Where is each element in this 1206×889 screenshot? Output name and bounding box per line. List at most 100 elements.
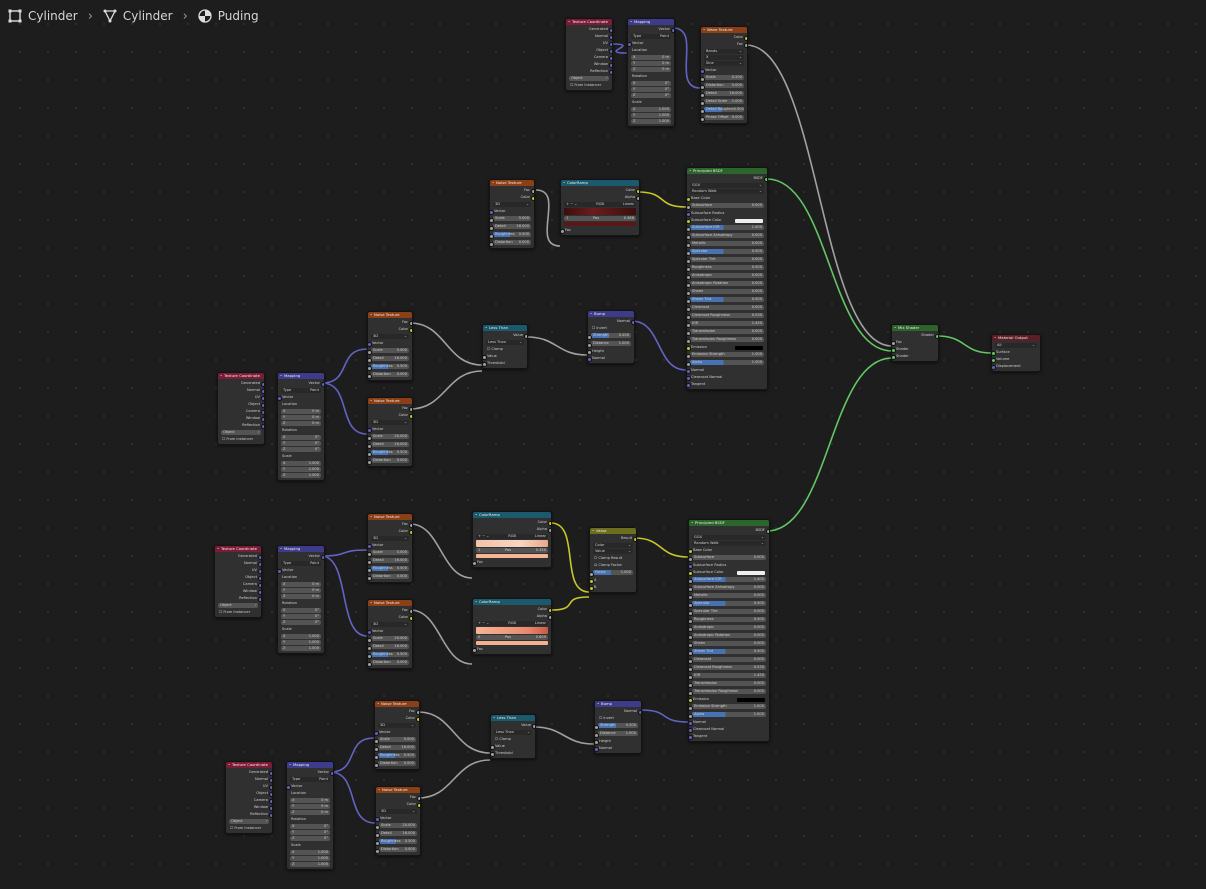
node-socket[interactable] — [368, 460, 372, 465]
node-header[interactable]: Wave Texture — [701, 27, 747, 33]
node-socket[interactable] — [368, 654, 372, 659]
node-socket[interactable] — [630, 320, 634, 325]
node-header[interactable]: Noise Texture — [368, 312, 412, 318]
node-socket[interactable] — [408, 321, 412, 326]
node-socket[interactable] — [687, 362, 691, 367]
color-swatch[interactable] — [735, 345, 763, 350]
node-socket[interactable] — [257, 562, 261, 567]
node-link[interactable] — [409, 322, 483, 366]
color-ramp-gradient[interactable] — [476, 627, 548, 634]
node-socket[interactable] — [701, 109, 705, 114]
node-socket[interactable] — [701, 101, 705, 106]
value-field[interactable]: Object⁄ — [569, 76, 609, 81]
node-socket[interactable] — [490, 210, 494, 215]
node-socket[interactable] — [743, 43, 747, 48]
node-socket[interactable] — [687, 331, 691, 336]
node-socket[interactable] — [701, 93, 705, 98]
node-header[interactable]: Noise Texture — [376, 787, 420, 793]
node-socket[interactable] — [689, 691, 693, 696]
value-field[interactable]: Random Walk⌄ — [692, 541, 766, 546]
node-socket[interactable] — [590, 572, 594, 577]
node-socket[interactable] — [408, 530, 412, 535]
node-socket[interactable] — [368, 452, 372, 457]
value-field[interactable]: Value⌄ — [593, 549, 633, 554]
node-socket[interactable] — [689, 735, 693, 740]
node-socket[interactable] — [590, 586, 594, 591]
node-header[interactable]: Texture Coordinate — [226, 762, 272, 768]
node-socket[interactable] — [561, 229, 565, 234]
ramp-mode[interactable]: RGB — [596, 202, 604, 206]
node-socket[interactable] — [408, 328, 412, 333]
node-socket[interactable] — [701, 85, 705, 90]
node-socket[interactable] — [608, 70, 612, 75]
node-texcoord-top[interactable]: Texture CoordinateGeneratedNormalUVObjec… — [565, 18, 613, 91]
node-link[interactable] — [766, 357, 893, 532]
node-socket[interactable] — [368, 350, 372, 355]
value-field[interactable]: X⌄ — [704, 55, 744, 60]
node-socket[interactable] — [595, 747, 599, 752]
node-link[interactable] — [409, 370, 483, 410]
node-socket[interactable] — [689, 683, 693, 688]
node-socket[interactable] — [376, 825, 380, 830]
node-socket[interactable] — [701, 69, 705, 74]
node-socket[interactable] — [490, 234, 494, 239]
node-socket[interactable] — [687, 197, 691, 202]
node-socket[interactable] — [408, 616, 412, 621]
node-link[interactable] — [936, 335, 993, 354]
value-field[interactable]: Bands⌄ — [704, 49, 744, 54]
node-socket[interactable] — [408, 523, 412, 528]
node-socket[interactable] — [368, 638, 372, 643]
node-socket[interactable] — [689, 667, 693, 672]
color-swatch[interactable] — [737, 697, 765, 702]
node-socket[interactable] — [368, 662, 372, 667]
value-field[interactable]: 3D⌄ — [371, 334, 409, 339]
value-field[interactable]: GGX⌄ — [690, 183, 764, 188]
node-socket[interactable] — [687, 267, 691, 272]
node-socket[interactable] — [260, 417, 264, 422]
ramp-stop-color[interactable] — [564, 222, 636, 226]
node-header[interactable]: ColorRamp — [473, 599, 551, 605]
